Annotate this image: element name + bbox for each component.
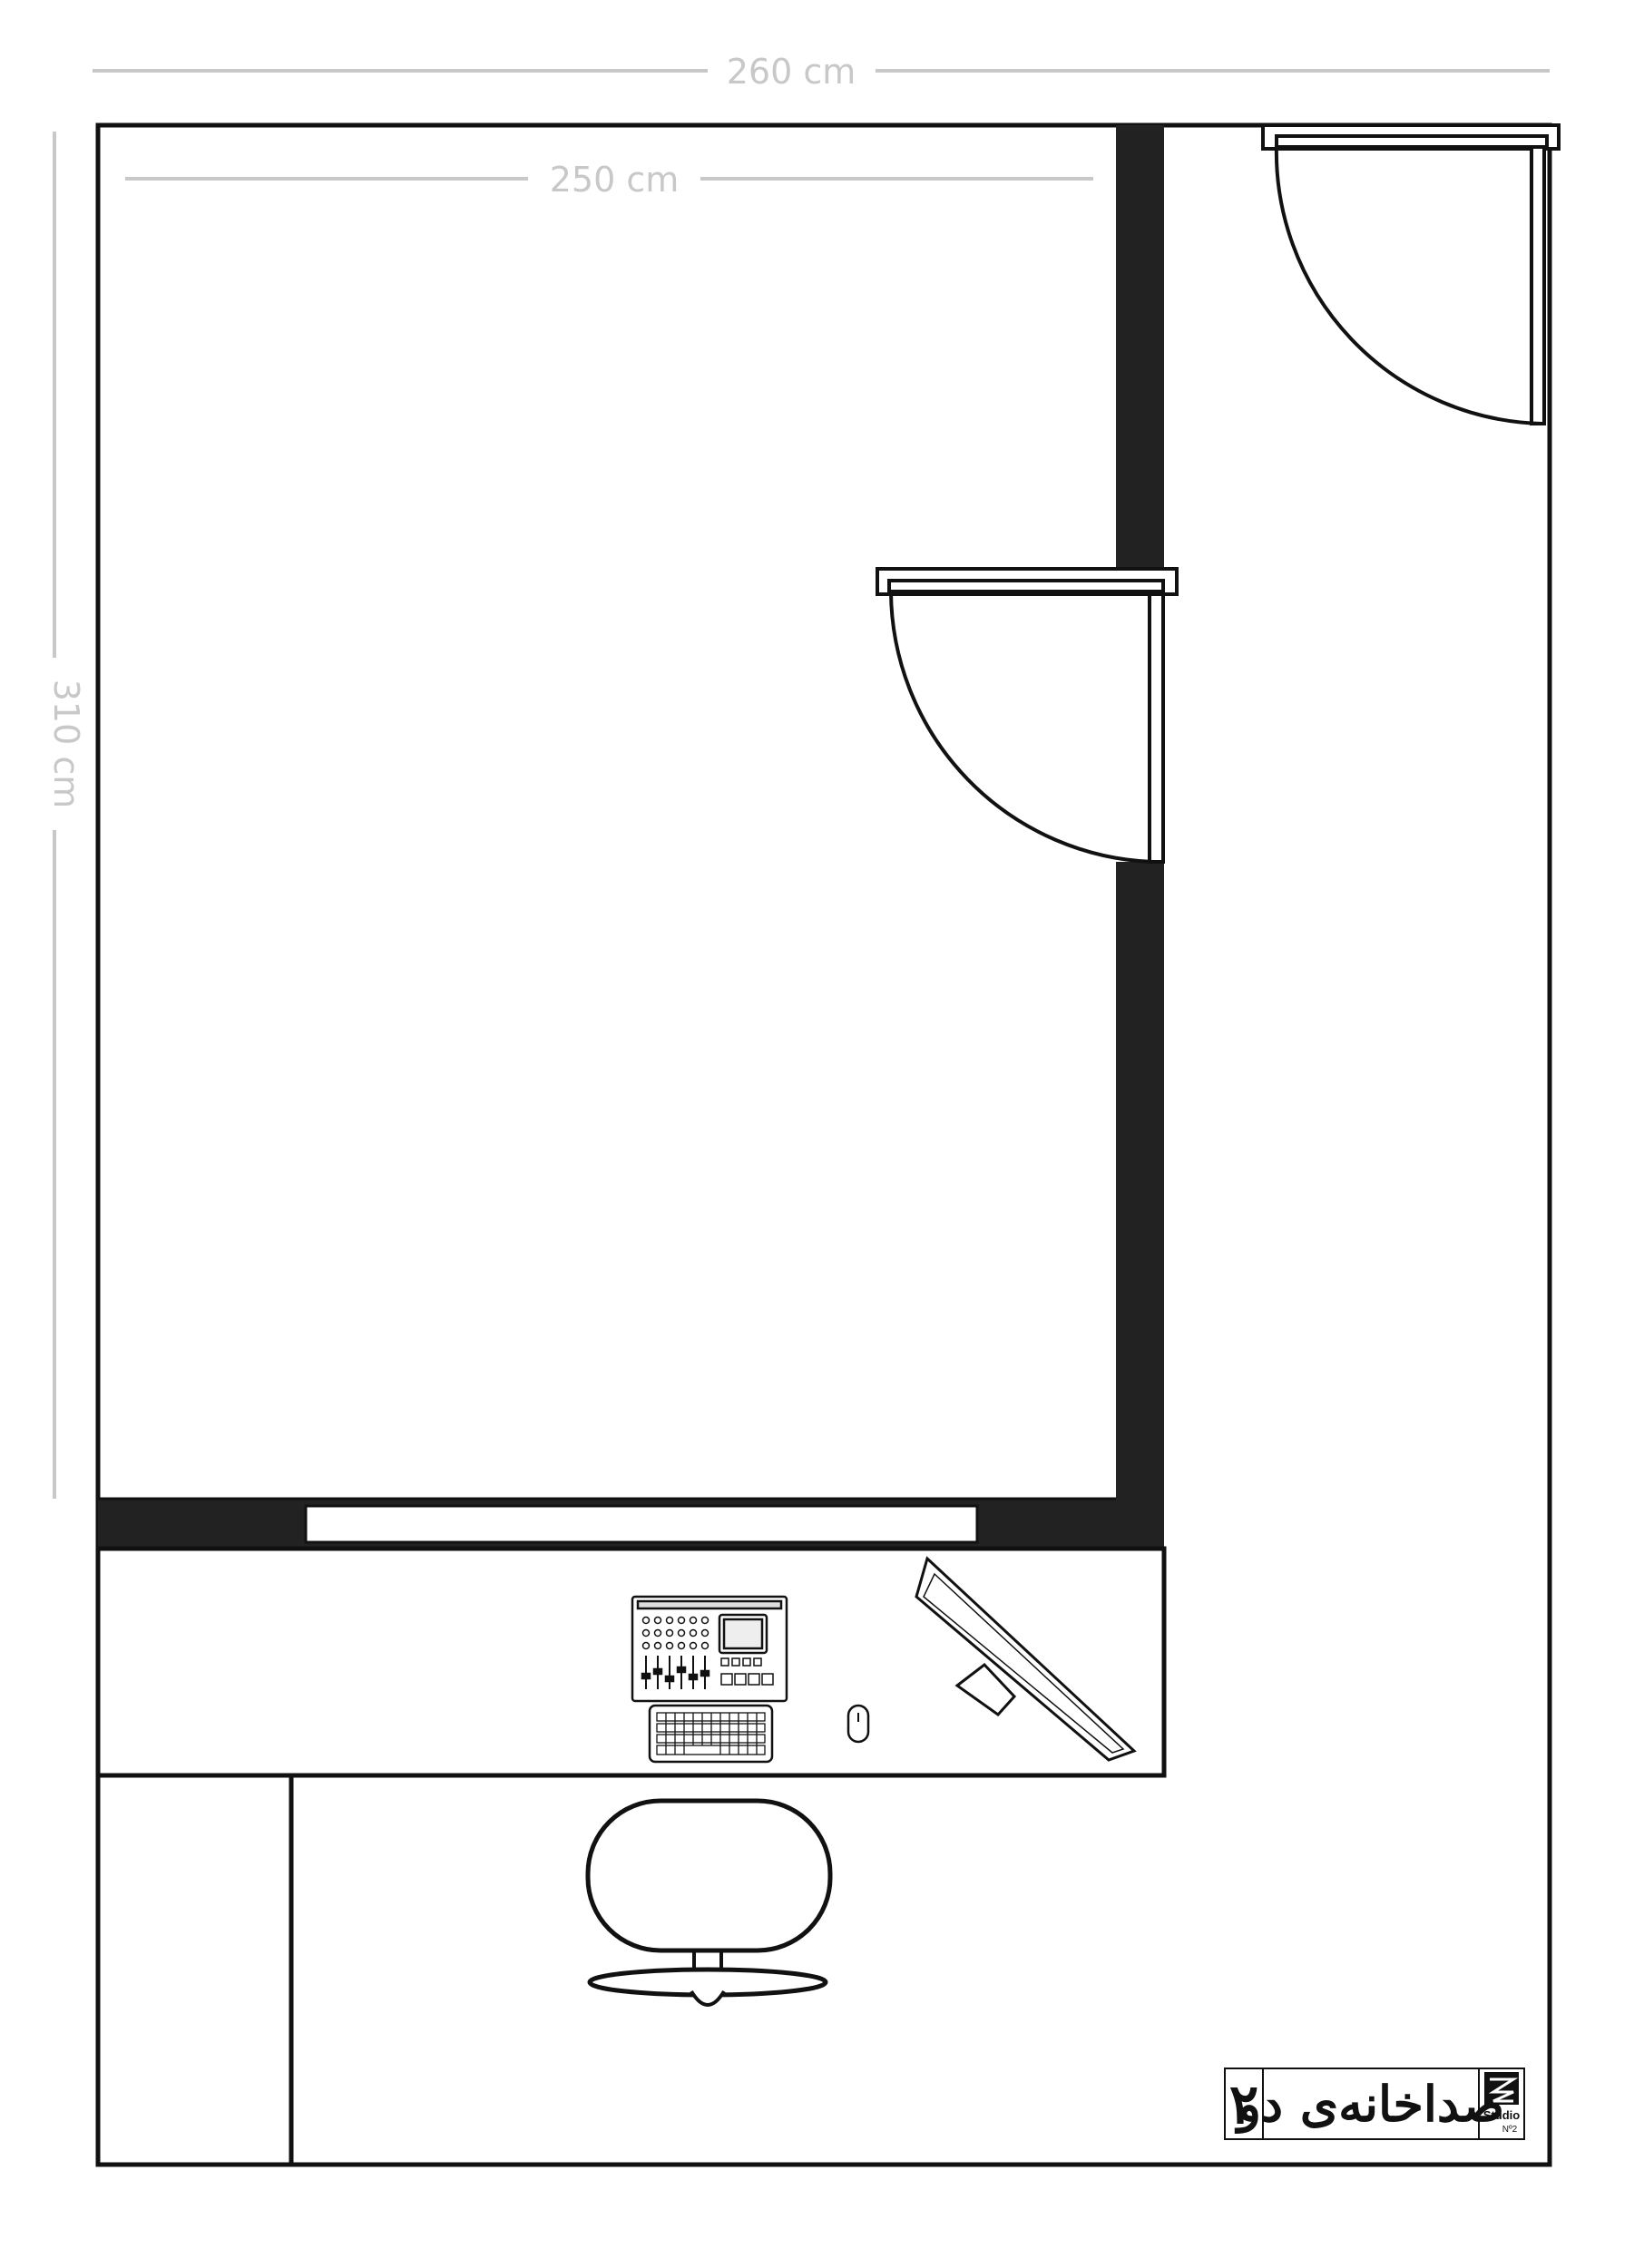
- booth-partition-wall: [98, 125, 1164, 1549]
- studio-logo: Studio Nº2: [1483, 2072, 1520, 2135]
- entrance-door: [1261, 123, 1561, 425]
- room-number: ۲: [1229, 2073, 1258, 2136]
- dimension-overall-width: 260 cm: [93, 52, 1550, 92]
- observation-window: [304, 1504, 979, 1544]
- overall-width-label: 260 cm: [727, 52, 856, 92]
- monitor: [915, 1556, 1137, 1762]
- room-name: صداخانه‌ی دو: [1234, 2075, 1504, 2135]
- height-label: 310 cm: [46, 679, 86, 809]
- mixer-console: [631, 1595, 788, 1703]
- logo-text: Studio: [1483, 2108, 1520, 2122]
- logo-sub: Nº2: [1502, 2125, 1518, 2135]
- dimension-height: 310 cm: [46, 132, 86, 1499]
- chair: [585, 1798, 833, 2007]
- dimension-inner-width: 250 cm: [125, 160, 1093, 200]
- keyboard: [648, 1704, 774, 1764]
- title-block: ۲ صداخانه‌ی دو Studio Nº2: [1224, 2068, 1525, 2140]
- desk: [95, 1546, 1167, 1778]
- outer-wall: [95, 122, 1552, 2167]
- booth-door: [876, 567, 1179, 864]
- mouse: [846, 1704, 870, 1744]
- storage-area: [95, 1773, 294, 2167]
- inner-width-label: 250 cm: [550, 160, 680, 200]
